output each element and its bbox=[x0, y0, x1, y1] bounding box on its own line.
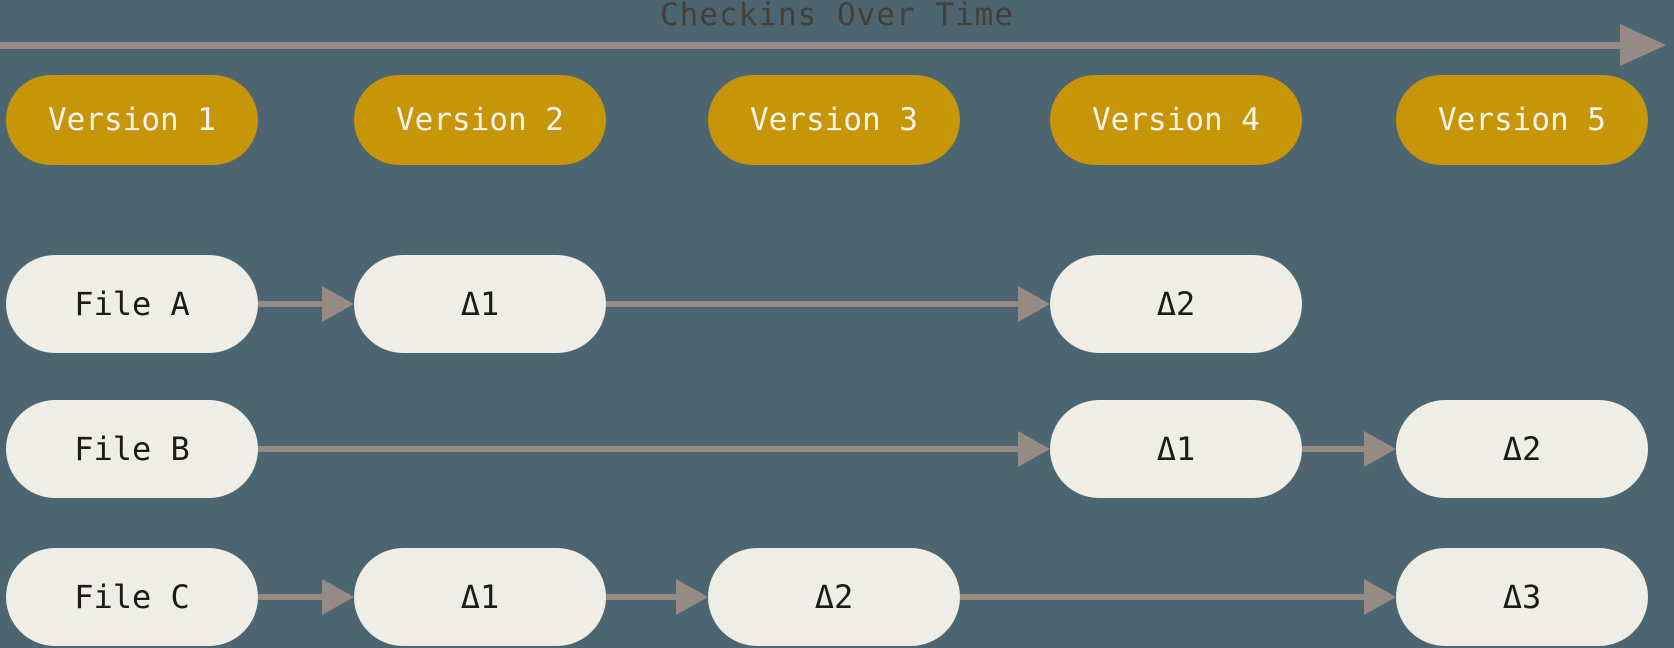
file-c-delta-3-pill: Δ3 bbox=[1396, 548, 1648, 646]
version-pill-5: Version 5 bbox=[1396, 75, 1648, 165]
arrowhead-icon bbox=[322, 286, 354, 322]
timeline-right-arrowhead-icon bbox=[1620, 24, 1666, 66]
arrowhead-icon bbox=[676, 579, 708, 615]
arrowhead-icon bbox=[1364, 431, 1396, 467]
arrow-shaft bbox=[606, 301, 1022, 307]
diagram-title: Checkins Over Time bbox=[660, 0, 1014, 33]
arrowhead-icon bbox=[1364, 579, 1396, 615]
arrow-shaft bbox=[606, 594, 680, 600]
arrowhead-icon bbox=[1018, 286, 1050, 322]
arrow-shaft bbox=[258, 594, 326, 600]
file-b-pill: File B bbox=[6, 400, 258, 498]
arrow-shaft bbox=[258, 301, 326, 307]
file-a-delta-1-pill: Δ1 bbox=[354, 255, 606, 353]
file-c-delta-1-pill: Δ1 bbox=[354, 548, 606, 646]
version-pill-2: Version 2 bbox=[354, 75, 606, 165]
arrow-file-c-delta1-to-delta2-icon bbox=[606, 579, 708, 615]
file-b-delta-2-pill: Δ2 bbox=[1396, 400, 1648, 498]
version-pill-3: Version 3 bbox=[708, 75, 960, 165]
file-c-delta-2-pill: Δ2 bbox=[708, 548, 960, 646]
arrow-file-b-to-delta1-icon bbox=[258, 431, 1050, 467]
arrow-file-c-to-delta1-icon bbox=[258, 579, 354, 615]
arrow-shaft bbox=[960, 594, 1368, 600]
file-b-delta-1-pill: Δ1 bbox=[1050, 400, 1302, 498]
file-a-pill: File A bbox=[6, 255, 258, 353]
arrow-shaft bbox=[258, 446, 1022, 452]
arrowhead-icon bbox=[322, 579, 354, 615]
timeline-arrow-shaft bbox=[0, 42, 1622, 49]
version-pill-4: Version 4 bbox=[1050, 75, 1302, 165]
file-a-delta-2-pill: Δ2 bbox=[1050, 255, 1302, 353]
arrow-file-c-delta2-to-delta3-icon bbox=[960, 579, 1396, 615]
file-c-pill: File C bbox=[6, 548, 258, 646]
arrow-file-a-delta1-to-delta2-icon bbox=[606, 286, 1050, 322]
arrow-shaft bbox=[1302, 446, 1368, 452]
version-pill-1: Version 1 bbox=[6, 75, 258, 165]
arrow-file-b-delta1-to-delta2-icon bbox=[1302, 431, 1396, 467]
arrowhead-icon bbox=[1018, 431, 1050, 467]
arrow-file-a-to-delta1-icon bbox=[258, 286, 354, 322]
